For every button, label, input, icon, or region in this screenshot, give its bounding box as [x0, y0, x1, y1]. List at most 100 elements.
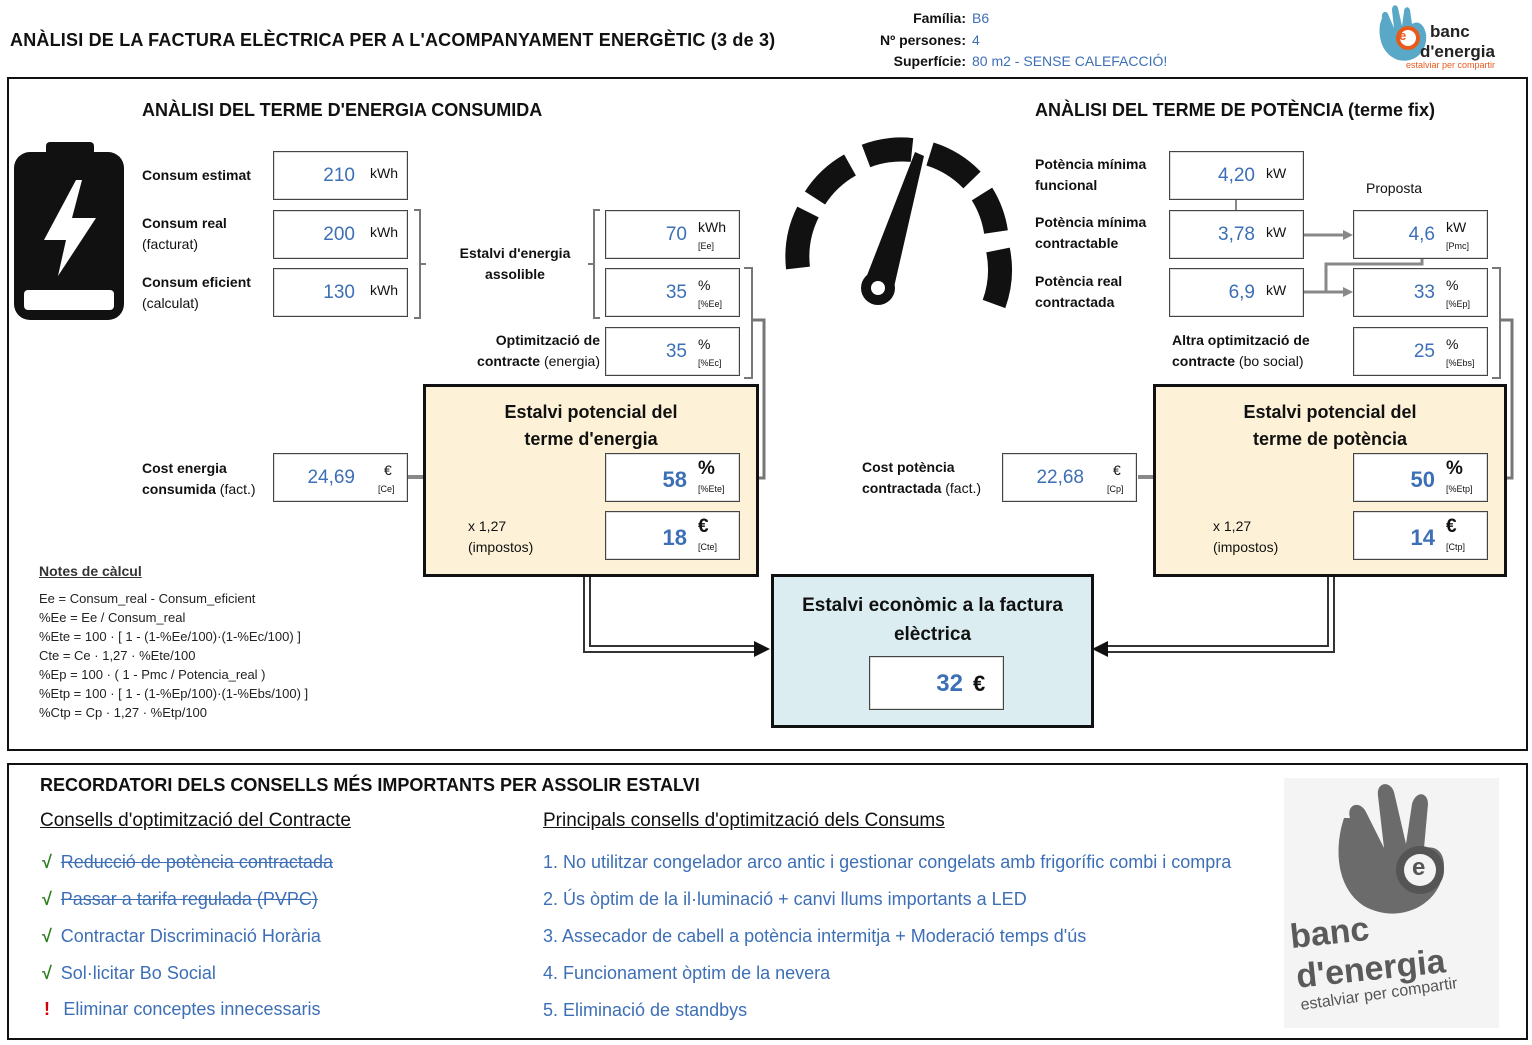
ee-value: 70	[665, 224, 687, 245]
contract-tip-item: √ Sol·licitar Bo Social	[42, 963, 216, 984]
unit-subscript: [Pmc]	[1446, 241, 1470, 251]
logo-text-denergia: d'energia	[1420, 42, 1495, 61]
analysis-panel	[7, 77, 1528, 751]
cte-value: 18	[662, 525, 687, 550]
consum-estimat-field: 210 kWh	[273, 151, 408, 200]
potencia-min-contractable-value: 3,78	[1218, 224, 1255, 245]
consum-real-value: 200	[323, 224, 355, 245]
note-line: Cte = Ce · 1,27 · %Ete/100	[39, 648, 196, 663]
unit-subscript: [Ce]	[378, 484, 395, 494]
consum-tip-text: 2. Ús òptim de la il·luminació + canvi l…	[543, 889, 1027, 909]
persones-value: 4	[972, 32, 980, 48]
note-line: %Ctp = Cp · 1,27 · %Etp/100	[39, 705, 208, 720]
consum-estimat-label: Consum estimat	[142, 167, 251, 183]
page-title: ANÀLISI DE LA FACTURA ELÈCTRICA PER A L'…	[10, 30, 776, 50]
unit-label: kW	[1266, 224, 1287, 240]
unit-subscript: [%Etp]	[1446, 484, 1473, 494]
unit-label: kWh	[698, 219, 726, 235]
consum-tips-heading: Principals consells d'optimització dels …	[543, 810, 945, 831]
consum-real-field: 200 kWh	[273, 210, 408, 259]
unit-subscript: [Ee]	[698, 241, 715, 251]
gauge-icon	[785, 137, 1012, 309]
consum-estimat-value: 210	[323, 165, 355, 186]
note-line: %Ete = 100 · [ 1 - (1-%Ee/100)·(1-%Ec/10…	[39, 629, 301, 644]
consum-tip-text: 4. Funcionament òptim de la nevera	[543, 963, 831, 983]
familia-label: Família:	[913, 10, 966, 26]
contract-tip-text: Eliminar conceptes innecessaris	[63, 999, 321, 1019]
reminder-panel	[7, 763, 1528, 1040]
hand-icon	[1379, 5, 1427, 61]
contract-tip-text: Reducció de potència contractada	[60, 852, 333, 872]
consum-tip-item: 4. Funcionament òptim de la nevera	[543, 963, 830, 984]
potencia-min-funcional-field: 4,20 kW	[1169, 151, 1304, 200]
ctp-field: 14 € [Ctp]	[1353, 511, 1488, 560]
unit-label: %	[1446, 336, 1459, 352]
pep-field: 33 % [%Ep]	[1353, 268, 1488, 317]
brand-logo: e banc d'energia estalviar per compartir	[1372, 4, 1522, 72]
unit-label: %	[698, 277, 711, 293]
petp-value: 50	[1410, 467, 1435, 492]
unit-subscript: [%Ete]	[698, 484, 725, 494]
unit-subscript: [%Ec]	[698, 358, 722, 368]
total-savings-value: 32	[936, 670, 963, 697]
note-line: %Etp = 100 · [ 1 - (1-%Ep/100)·(1-%Ebs/1…	[39, 686, 309, 701]
unit-label: kWh	[370, 165, 398, 181]
logo-e-letter: e	[1399, 28, 1407, 43]
note-line: %Ep = 100 · ( 1 - Pmc / Potencia_real )	[39, 667, 266, 682]
unit-subscript: [Ctp]	[1446, 542, 1466, 552]
unit-label: €	[973, 671, 986, 696]
warning-icon: !	[44, 999, 50, 1019]
contract-tips-heading: Consells d'optimització del Contracte	[40, 810, 351, 831]
ee-field: 70 kWh [Ee]	[605, 210, 740, 259]
ctp-value: 14	[1410, 525, 1435, 550]
notes-heading: Notes de càlcul	[39, 563, 142, 579]
unit-subscript: [%Ee]	[698, 299, 723, 309]
contract-tip-text: Passar a tarifa regulada (PVPC)	[60, 889, 318, 909]
pee-value: 35	[665, 282, 687, 303]
pep-value: 33	[1413, 282, 1435, 303]
unit-label: kW	[1266, 165, 1287, 181]
pmc-field: 4,6 kW [Pmc]	[1353, 210, 1488, 259]
pee-field: 35 % [%Ee]	[605, 268, 740, 317]
unit-subscript: [Cte]	[698, 542, 718, 552]
check-icon: √	[42, 926, 52, 946]
cost-potencia-value: 22,68	[1036, 467, 1084, 488]
consum-tip-item: 1. No utilitzar congelador arco antic i …	[543, 852, 1283, 878]
energy-tax-label: x 1,27(impostos)	[468, 518, 534, 555]
logo-text-banc: banc	[1430, 22, 1470, 41]
consum-tip-item: 5. Eliminació de standbys	[543, 1000, 747, 1021]
pebs-field: 25 % [%Ebs]	[1353, 327, 1488, 376]
energy-heading: ANÀLISI DEL TERME D'ENERGIA CONSUMIDA	[142, 100, 543, 120]
consum-tip-text: 3. Assecador de cabell a potència interm…	[543, 926, 1087, 946]
power-tax-label: x 1,27(impostos)	[1213, 518, 1279, 555]
logo-tagline: estalviar per compartir	[1406, 60, 1496, 70]
unit-label: €	[1446, 516, 1457, 537]
pec-value: 35	[665, 341, 687, 362]
notes-list: Ee = Consum_real - Consum_eficient %Ee =…	[39, 589, 308, 722]
pmc-value: 4,6	[1408, 224, 1435, 245]
unit-label: kW	[1446, 219, 1467, 235]
proposta-label: Proposta	[1366, 180, 1423, 196]
consum-eficient-value: 130	[323, 282, 355, 303]
consum-eficient-label: Consum eficient(calculat)	[142, 274, 251, 311]
reminder-heading: RECORDATORI DELS CONSELLS MÉS IMPORTANTS…	[40, 775, 700, 795]
pete-value: 58	[662, 467, 687, 492]
unit-label: kWh	[370, 282, 398, 298]
unit-subscript: [%Ebs]	[1446, 358, 1475, 368]
cost-energia-value: 24,69	[307, 467, 355, 488]
consum-tip-text: 1. No utilitzar congelador arco antic i …	[543, 852, 1232, 872]
consum-tip-text: 5. Eliminació de standbys	[543, 1000, 748, 1020]
unit-label: %	[698, 336, 711, 352]
check-icon: √	[42, 889, 52, 909]
consum-tip-item: 3. Assecador de cabell a potència interm…	[543, 926, 1086, 947]
